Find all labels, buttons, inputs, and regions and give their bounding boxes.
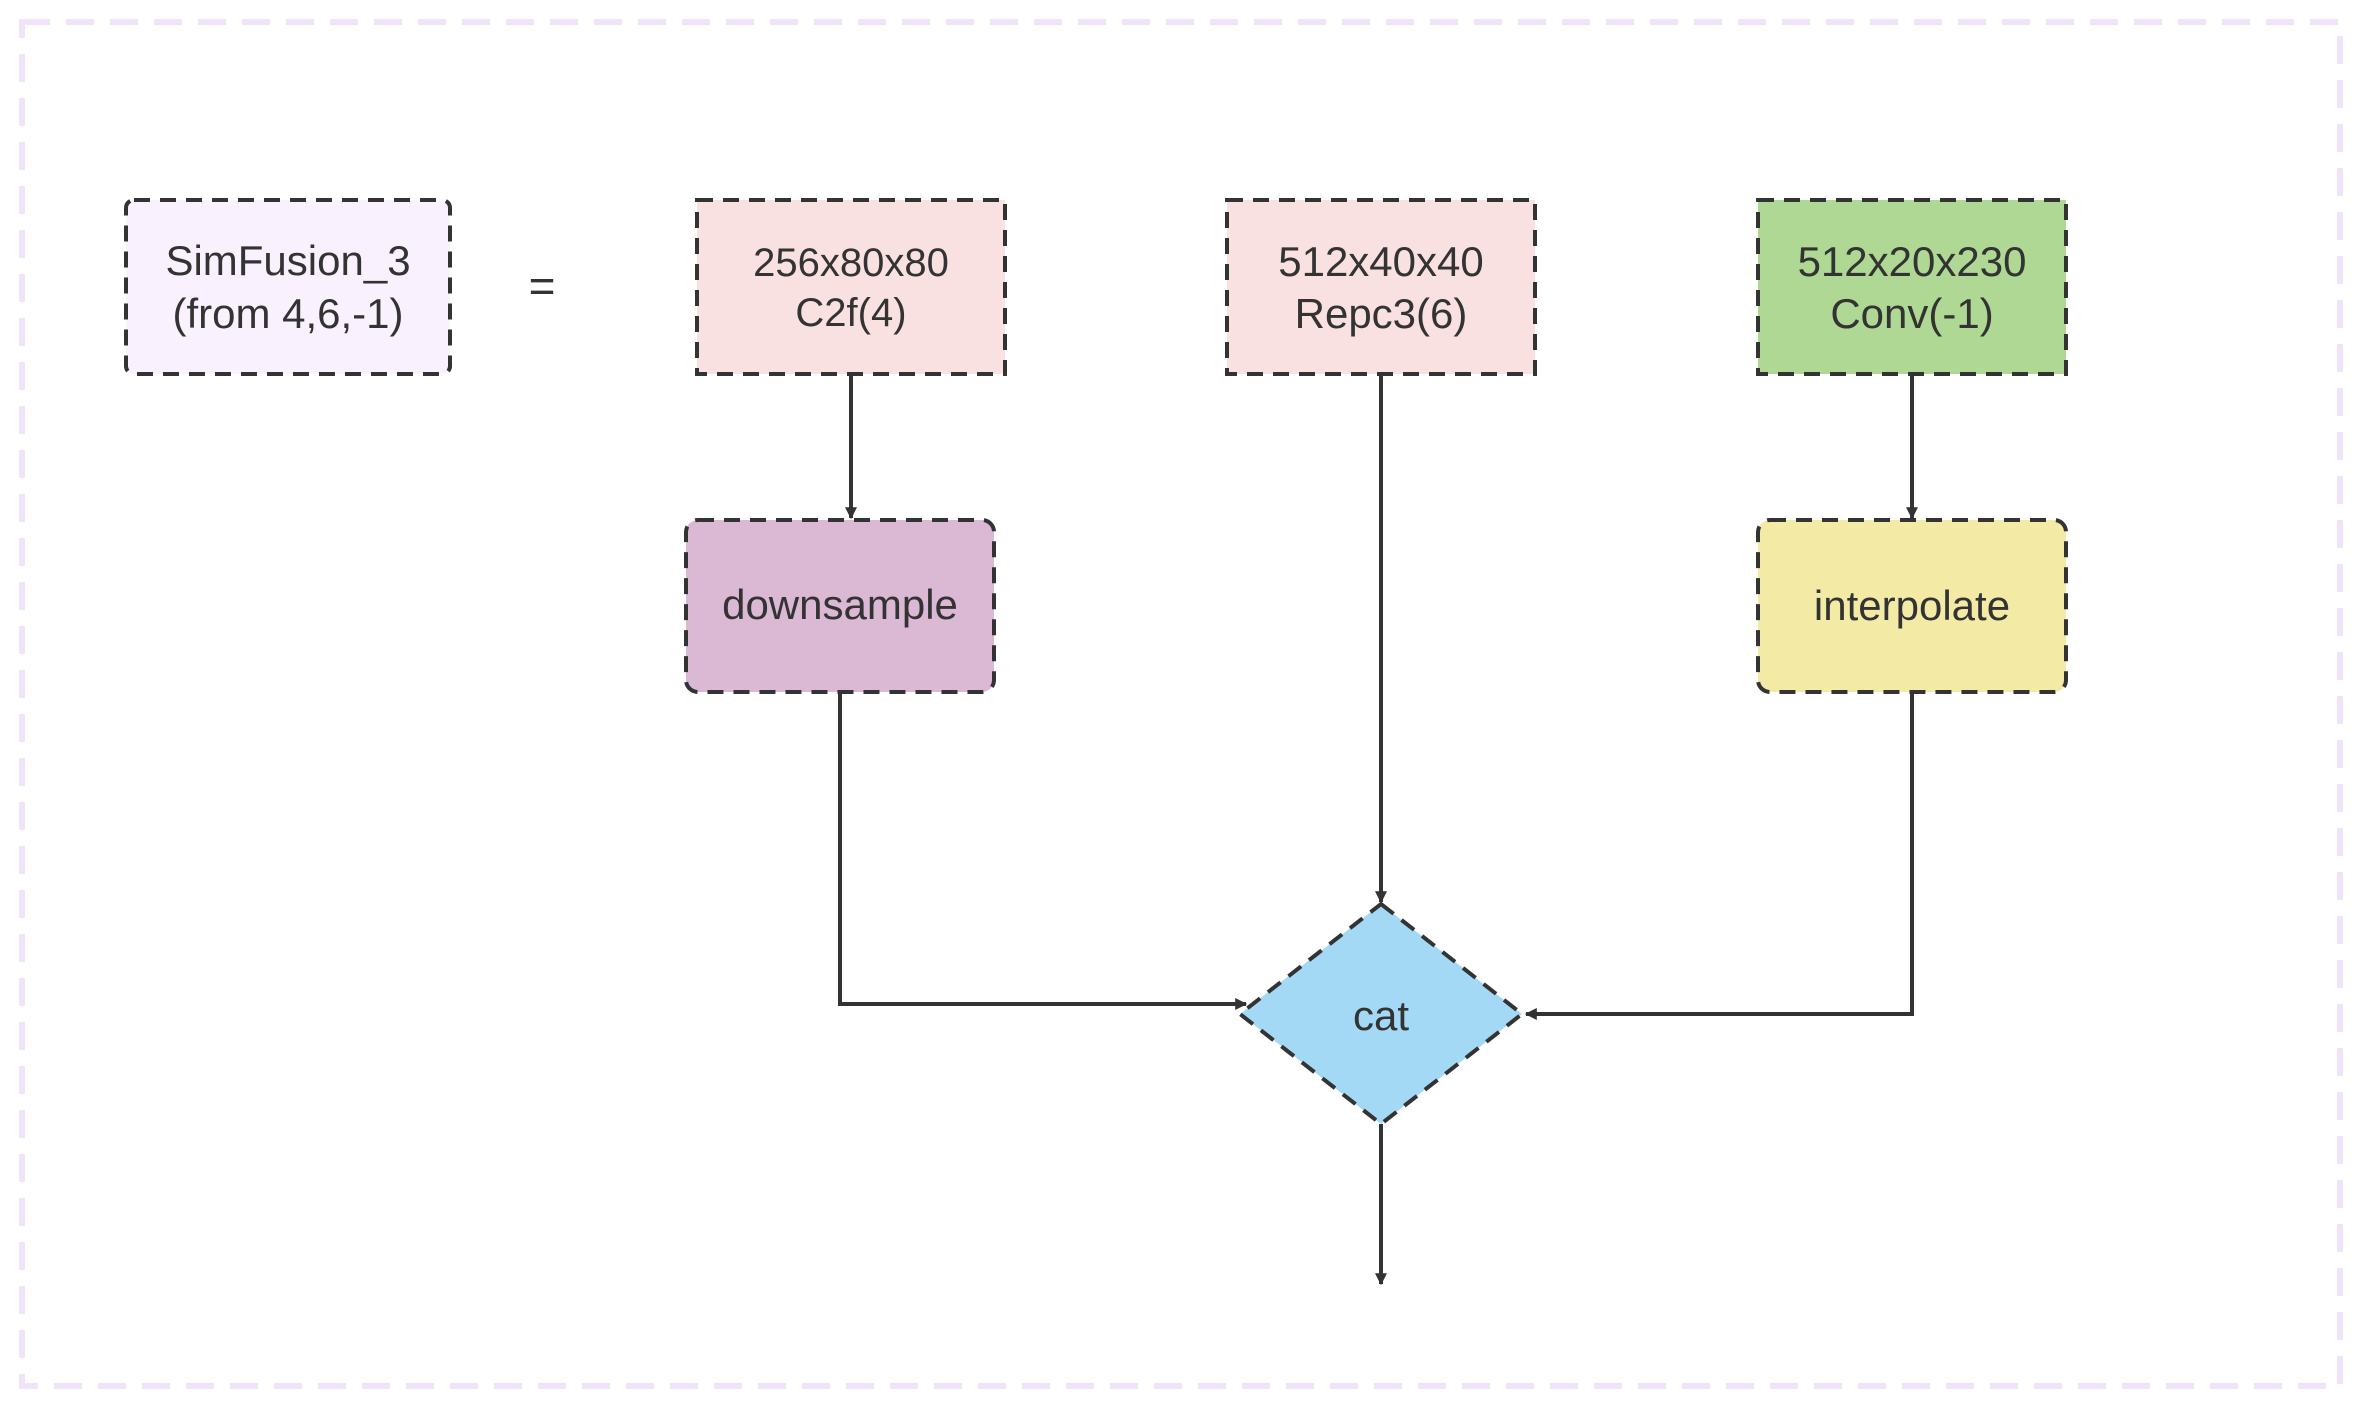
node-c2f-line1: 256x80x80 — [753, 241, 949, 285]
title-box-shape — [124, 198, 452, 376]
arrow-downsample-to-cat — [838, 692, 1248, 1010]
node-downsample-label: downsample — [722, 581, 958, 628]
node-conv: 512x20x230 Conv(-1) — [1756, 198, 2068, 376]
node-repc3-shape — [1225, 198, 1537, 376]
node-interpolate-label: interpolate — [1814, 582, 2010, 629]
title-box-line1: SimFusion_3 — [165, 237, 410, 284]
node-repc3: 512x40x40 Repc3(6) — [1225, 198, 1537, 376]
node-repc3-line2: Repc3(6) — [1295, 290, 1468, 337]
node-conv-line2: Conv(-1) — [1830, 290, 1993, 337]
title-box-line2: (from 4,6,-1) — [172, 290, 403, 337]
node-conv-line1: 512x20x230 — [1798, 238, 2027, 285]
node-repc3-line1: 512x40x40 — [1278, 238, 1484, 285]
connectors — [838, 374, 1918, 1286]
arrow-interpolate-to-cat — [1524, 692, 1914, 1020]
node-downsample: downsample — [684, 518, 996, 694]
node-conv-shape — [1756, 198, 2068, 376]
outer-frame — [19, 19, 2343, 1389]
node-c2f-shape — [695, 198, 1007, 376]
node-cat-label: cat — [1353, 992, 1409, 1039]
node-interpolate: interpolate — [1756, 518, 2068, 694]
title-box: SimFusion_3 (from 4,6,-1) — [124, 198, 452, 376]
node-cat-shape — [1236, 901, 1526, 1127]
equals-sign: = — [529, 260, 556, 312]
node-c2f-line2: C2f(4) — [795, 291, 906, 335]
node-c2f: 256x80x80 C2f(4) — [695, 198, 1007, 376]
node-cat: cat — [1236, 901, 1526, 1127]
